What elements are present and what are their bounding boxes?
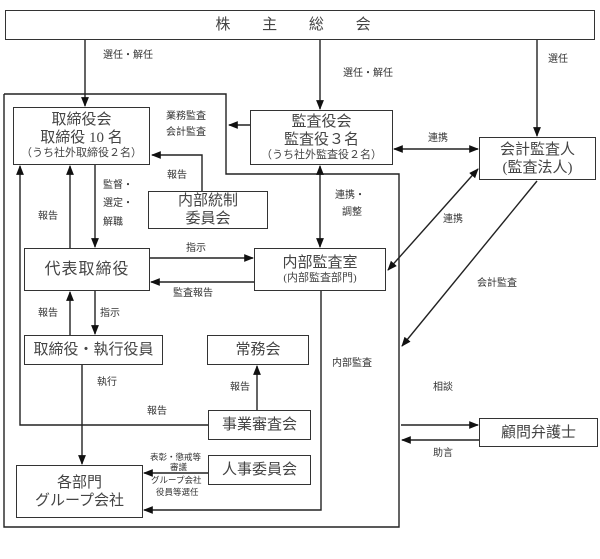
arrow-coop-internal-accounting — [387, 168, 479, 271]
label-rep-report-board: 報告 — [38, 211, 58, 222]
icc-line2: 委員会 — [185, 211, 231, 227]
label-report-exec-committee: 報告 — [230, 382, 250, 393]
label-consult: 相談 — [433, 382, 453, 393]
directors-officers-label: 取締役・執行役員 — [33, 342, 154, 358]
arrow-accounting-audit — [401, 180, 538, 347]
label-commendation-discipline: 表彰・懲戒等 — [150, 452, 202, 462]
label-accounting-audit-board: 会計監査 — [166, 127, 206, 138]
label-appoint-auditor: 選任 — [548, 54, 568, 65]
internal-audit-office-subtitle: (内部監査部門) — [283, 271, 357, 284]
representative-director-label: 代表取締役 — [44, 260, 130, 278]
label-dismiss: 解職 — [103, 217, 123, 228]
label-execute: 執行 — [97, 377, 117, 388]
internal-audit-office-box: 内部監査室 (内部監査部門) — [254, 248, 386, 291]
personnel-committee-box: 人事委員会 — [208, 455, 311, 485]
label-appoint-dismiss-board: 選任・解任 — [103, 50, 153, 61]
business-review-committee-label: 事業審査会 — [221, 417, 297, 433]
shareholders-meeting-label: 株 主 総 会 — [215, 17, 385, 33]
label-officer-appointment: 役員等選任 — [156, 487, 199, 497]
legal-counsel-label: 顧問弁護士 — [500, 424, 576, 441]
shareholders-meeting-box: 株 主 総 会 — [5, 10, 595, 40]
board-note: （うち社外取締役２名） — [21, 147, 142, 160]
directors-officers-box: 取締役・執行役員 — [24, 335, 163, 365]
business-review-committee-box: 事業審査会 — [208, 410, 311, 440]
label-appoint-dismiss-audit: 選任・解任 — [343, 68, 393, 79]
audit-board-note: （うち社外監査役２名） — [261, 148, 382, 161]
label-instruct-directors: 指示 — [100, 308, 120, 319]
departments-group-box: 各部門 グループ会社 — [16, 465, 143, 518]
accounting-auditor-title: 会計監査人 — [499, 141, 575, 158]
label-audit-report: 監査報告 — [173, 288, 213, 299]
internal-audit-office-title: 内部監査室 — [282, 254, 358, 271]
departments-line2: グループ会社 — [34, 492, 125, 509]
label-supervise: 監督・ — [103, 180, 133, 191]
label-coop: 連携・ — [335, 190, 365, 201]
label-advice: 助言 — [433, 448, 453, 459]
personnel-committee-label: 人事委員会 — [221, 462, 297, 478]
board-count: 取締役 10 名 — [40, 130, 123, 147]
arrow-icc-report — [151, 151, 203, 191]
label-business-audit: 業務監査 — [166, 111, 206, 122]
arrow-business-review-report-board — [16, 165, 208, 426]
legal-counsel-box: 顧問弁護士 — [479, 418, 598, 447]
label-internal-audit: 内部監査 — [332, 358, 372, 369]
audit-board-count: 監査役３名 — [283, 131, 359, 148]
label-report-board: 報告 — [147, 406, 167, 417]
label-coop-internal-accounting: 連携 — [443, 214, 463, 225]
executive-committee-box: 常務会 — [207, 335, 309, 365]
label-group-company: グループ会社 — [151, 475, 202, 485]
label-accounting-audit: 会計監査 — [477, 278, 517, 289]
audit-board-title: 監査役会 — [291, 113, 352, 130]
accounting-auditor-subtitle: (監査法人) — [502, 159, 573, 176]
board-title: 取締役会 — [51, 112, 112, 129]
executive-committee-label: 常務会 — [235, 342, 281, 358]
label-select: 選定・ — [103, 198, 133, 209]
label-adjust: 調整 — [342, 207, 362, 218]
label-coop-audit-accounting: 連携 — [428, 133, 448, 144]
accounting-auditor-box: 会計監査人 (監査法人) — [479, 137, 596, 180]
label-deliberation: 審議 — [170, 462, 188, 472]
label-icc-report: 報告 — [167, 170, 187, 181]
audit-board-box: 監査役会 監査役３名 （うち社外監査役２名） — [250, 110, 393, 165]
label-instruct-internal: 指示 — [186, 243, 206, 254]
icc-line1: 内部統制 — [177, 193, 238, 209]
label-directors-report: 報告 — [38, 308, 58, 319]
arrow-internal-audit — [143, 291, 322, 514]
departments-line1: 各部門 — [56, 474, 102, 491]
internal-control-committee-box: 内部統制 委員会 — [148, 191, 268, 229]
board-of-directors-box: 取締役会 取締役 10 名 （うち社外取締役２名） — [13, 107, 150, 165]
representative-director-box: 代表取締役 — [24, 248, 150, 291]
